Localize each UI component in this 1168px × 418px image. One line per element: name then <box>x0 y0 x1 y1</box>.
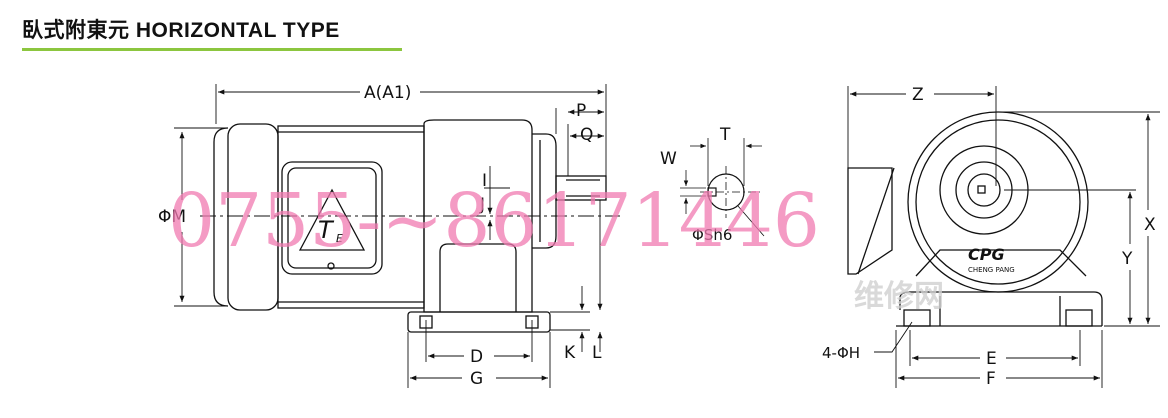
title-underline <box>22 48 402 51</box>
dim-label-w: W <box>660 149 677 169</box>
dim-label-x: X <box>1144 215 1156 235</box>
motor-body <box>213 123 425 311</box>
shaft-section <box>680 138 765 237</box>
dim-label-e: E <box>986 349 997 369</box>
dim-label-4-phi-h: 4-ΦH <box>822 344 860 362</box>
dim-label-phi-m: ΦM <box>158 207 186 227</box>
front-view-dimensions <box>847 86 1160 388</box>
mounting-foot <box>407 243 551 333</box>
dim-label-p: P <box>576 101 586 121</box>
dim-label-z: Z <box>912 85 924 105</box>
dim-label-j: J <box>479 195 485 215</box>
site-watermark: 维修网 <box>854 279 944 314</box>
dim-label-y: Y <box>1121 249 1133 269</box>
dim-label-g: G <box>470 369 483 389</box>
side-view <box>200 119 620 333</box>
dim-label-t: T <box>719 125 731 145</box>
dim-label-f: F <box>986 369 996 389</box>
dim-label-l: L <box>592 343 602 363</box>
te-logo-e: E <box>336 232 343 245</box>
output-shaft <box>555 175 607 201</box>
dim-label-d: D <box>470 347 483 367</box>
dim-label-a: A(A1) <box>364 83 411 103</box>
side-view-dimensions <box>174 84 607 388</box>
dim-label-q: Q <box>580 125 593 145</box>
te-logo-t: T <box>318 216 335 244</box>
page-title: 臥式附東元 HORIZONTAL TYPE <box>22 19 340 42</box>
phone-watermark: 0755-~86171446 <box>168 178 820 264</box>
cpg-brand-logo: CPG <box>968 245 1005 264</box>
dim-label-phi-sh6: ΦSh6 <box>692 226 732 244</box>
dim-label-k: K <box>564 343 576 363</box>
cpg-brand-sub: CHENG PANG <box>968 266 1015 274</box>
dim-label-i: I <box>482 171 487 191</box>
nameplate <box>281 161 383 275</box>
